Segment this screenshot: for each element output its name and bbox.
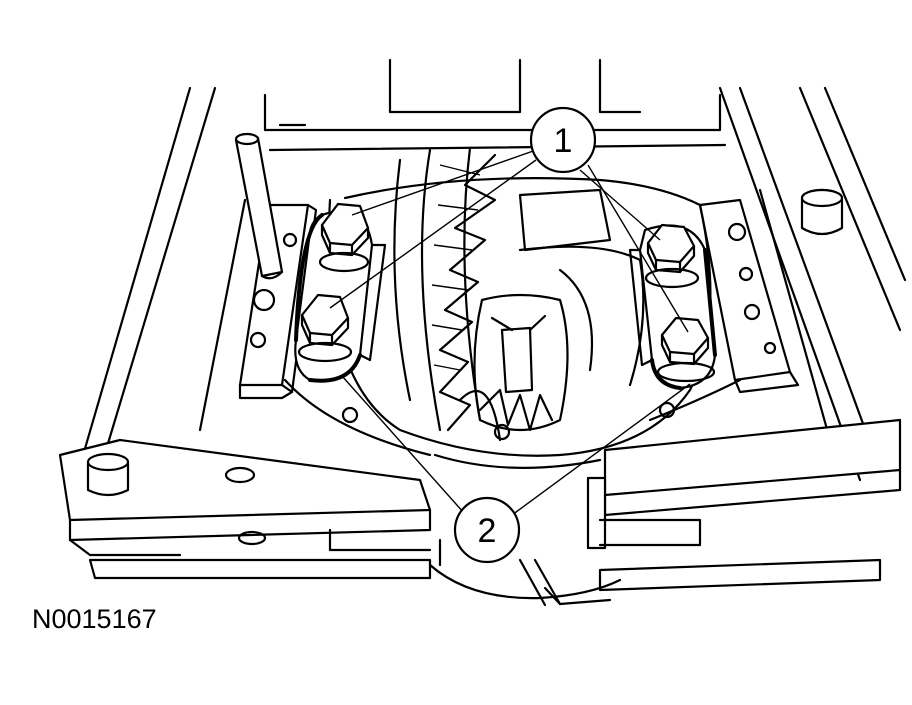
housing-frame — [68, 58, 907, 502]
left-dowel-icon — [86, 452, 130, 497]
ring-gear-icon — [393, 146, 497, 432]
right-side-plate — [698, 198, 800, 394]
callout-2-label: 2 — [478, 512, 497, 550]
alignment-pin-icon — [234, 132, 284, 280]
callout-2: 2 — [453, 496, 521, 564]
figure-id: N0015167 — [32, 604, 157, 634]
callout-1: 1 — [529, 106, 597, 174]
callout-leaders — [329, 149, 691, 516]
bolt-icon — [297, 202, 716, 383]
differential-case — [458, 188, 645, 442]
right-dowel-icon — [800, 188, 844, 236]
right-fixture-bar — [543, 418, 902, 606]
callout-1-label: 1 — [554, 122, 573, 160]
left-fixture-bar — [58, 438, 432, 580]
housing-lower-lip — [428, 453, 622, 607]
